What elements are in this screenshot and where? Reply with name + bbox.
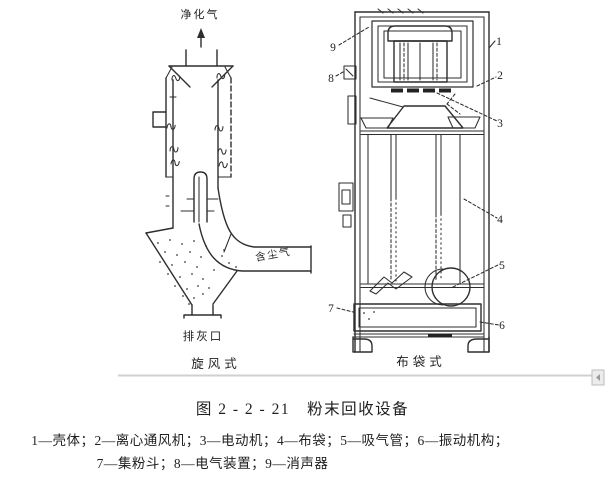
scrollbar-corner[interactable] bbox=[591, 369, 605, 386]
part-label-3: 3 bbox=[497, 118, 503, 130]
vibration-zigzag bbox=[369, 271, 413, 295]
bag-chamber bbox=[367, 134, 461, 284]
muffler-lining bbox=[371, 20, 474, 88]
part-label-1: 1 bbox=[496, 36, 502, 48]
part-number-labels: 9 8 1 2 3 4 5 6 7 bbox=[328, 36, 505, 332]
fan-diffuser bbox=[360, 93, 481, 129]
cyclone-inner-body bbox=[169, 79, 219, 229]
bag-type-label: 布袋式 bbox=[396, 355, 446, 369]
cabinet-shell bbox=[347, 8, 490, 353]
powder-dots bbox=[157, 239, 237, 305]
side-flange bbox=[152, 111, 167, 128]
figure-legend-line1: 1—壳体；2—离心通风机；3—电动机；4—布袋；5—吸气管；6—振动机构； bbox=[31, 433, 509, 448]
collection-tray bbox=[353, 303, 482, 332]
cyclone-diagram: 净化气 bbox=[145, 7, 312, 371]
door-latch bbox=[338, 182, 354, 228]
spray-marks bbox=[165, 70, 229, 170]
figure-caption: 图 2 - 2 - 21 粉末回收设备 bbox=[195, 401, 410, 418]
lower-divider bbox=[360, 283, 485, 289]
ash-outlet-label: 排灰口 bbox=[183, 329, 224, 343]
part-label-7: 7 bbox=[328, 303, 334, 315]
part-label-2: 2 bbox=[497, 70, 503, 82]
part-label-4: 4 bbox=[497, 214, 503, 226]
figure-legend-line2: 7—集粉斗；8—电气装置；9—消声器 bbox=[96, 456, 329, 471]
clean-gas-label: 净化气 bbox=[181, 7, 220, 21]
dusty-gas-label: 含尘气 bbox=[254, 245, 292, 264]
upper-divider bbox=[360, 130, 485, 136]
up-arrow-icon bbox=[197, 28, 205, 48]
leader-lines bbox=[335, 26, 501, 326]
part-label-8: 8 bbox=[328, 73, 334, 85]
bag-filter-diagram: 9 8 1 2 3 4 5 6 7 布袋式 bbox=[328, 8, 505, 369]
center-standpipe bbox=[165, 171, 219, 223]
part-label-6: 6 bbox=[499, 320, 505, 332]
equipment-diagrams: 净化气 bbox=[118, 7, 605, 386]
cyclone-hopper bbox=[145, 227, 238, 319]
cyclone-outer-shell bbox=[165, 66, 232, 178]
motor bbox=[387, 25, 453, 93]
part-label-5: 5 bbox=[499, 260, 505, 272]
inlet-elbow-duct bbox=[198, 187, 312, 274]
electrical-box bbox=[343, 65, 357, 80]
base-and-legs bbox=[352, 333, 490, 353]
part-label-9: 9 bbox=[330, 42, 336, 54]
cyclone-outlet-funnel bbox=[168, 49, 234, 88]
cyclone-type-label: 旋风式 bbox=[191, 357, 241, 371]
